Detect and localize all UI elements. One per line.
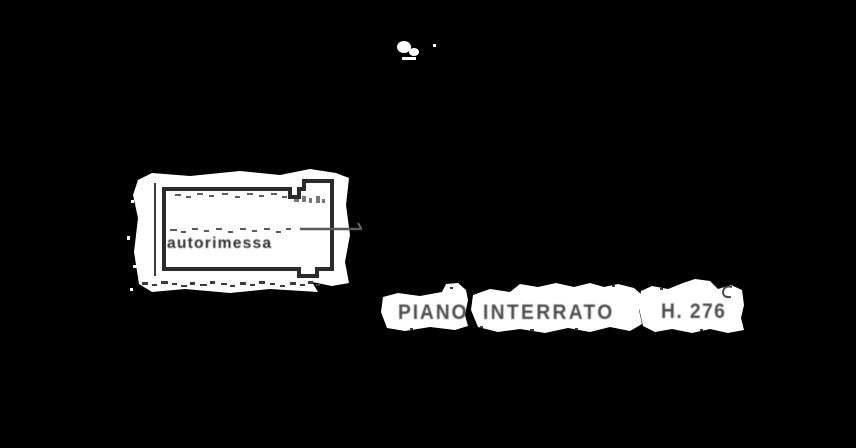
caption-height-label: H. 276 [661,301,732,322]
caption-height-label-text: H. 276 [661,300,727,323]
piano-paper-patch [381,283,468,331]
noise-above-room-label [170,228,291,233]
white-dust-specks [127,200,137,291]
caption-floor-word-2-text: INTERRATO [483,301,615,324]
garage-wall-outline [162,179,334,278]
caption-floor-word-1: PIANO [398,302,475,323]
interrato-paper-patch [471,283,642,333]
section-marker-line [300,222,362,231]
room-label: autorimessa [167,235,273,252]
stray-paper-specks [397,41,436,60]
noise-top-right-interior [294,196,325,203]
scan-noise [142,193,733,331]
noise-band-below-plan [142,281,320,287]
noise-under-top-wall [175,193,287,198]
height-paper-patch [639,279,744,333]
caption-floor-word-2: INTERRATO [483,302,626,323]
noise-on-caption-patches [410,285,703,331]
noise-curl-mark [721,285,733,299]
caption-floor-word-1-text: PIANO [398,301,469,324]
